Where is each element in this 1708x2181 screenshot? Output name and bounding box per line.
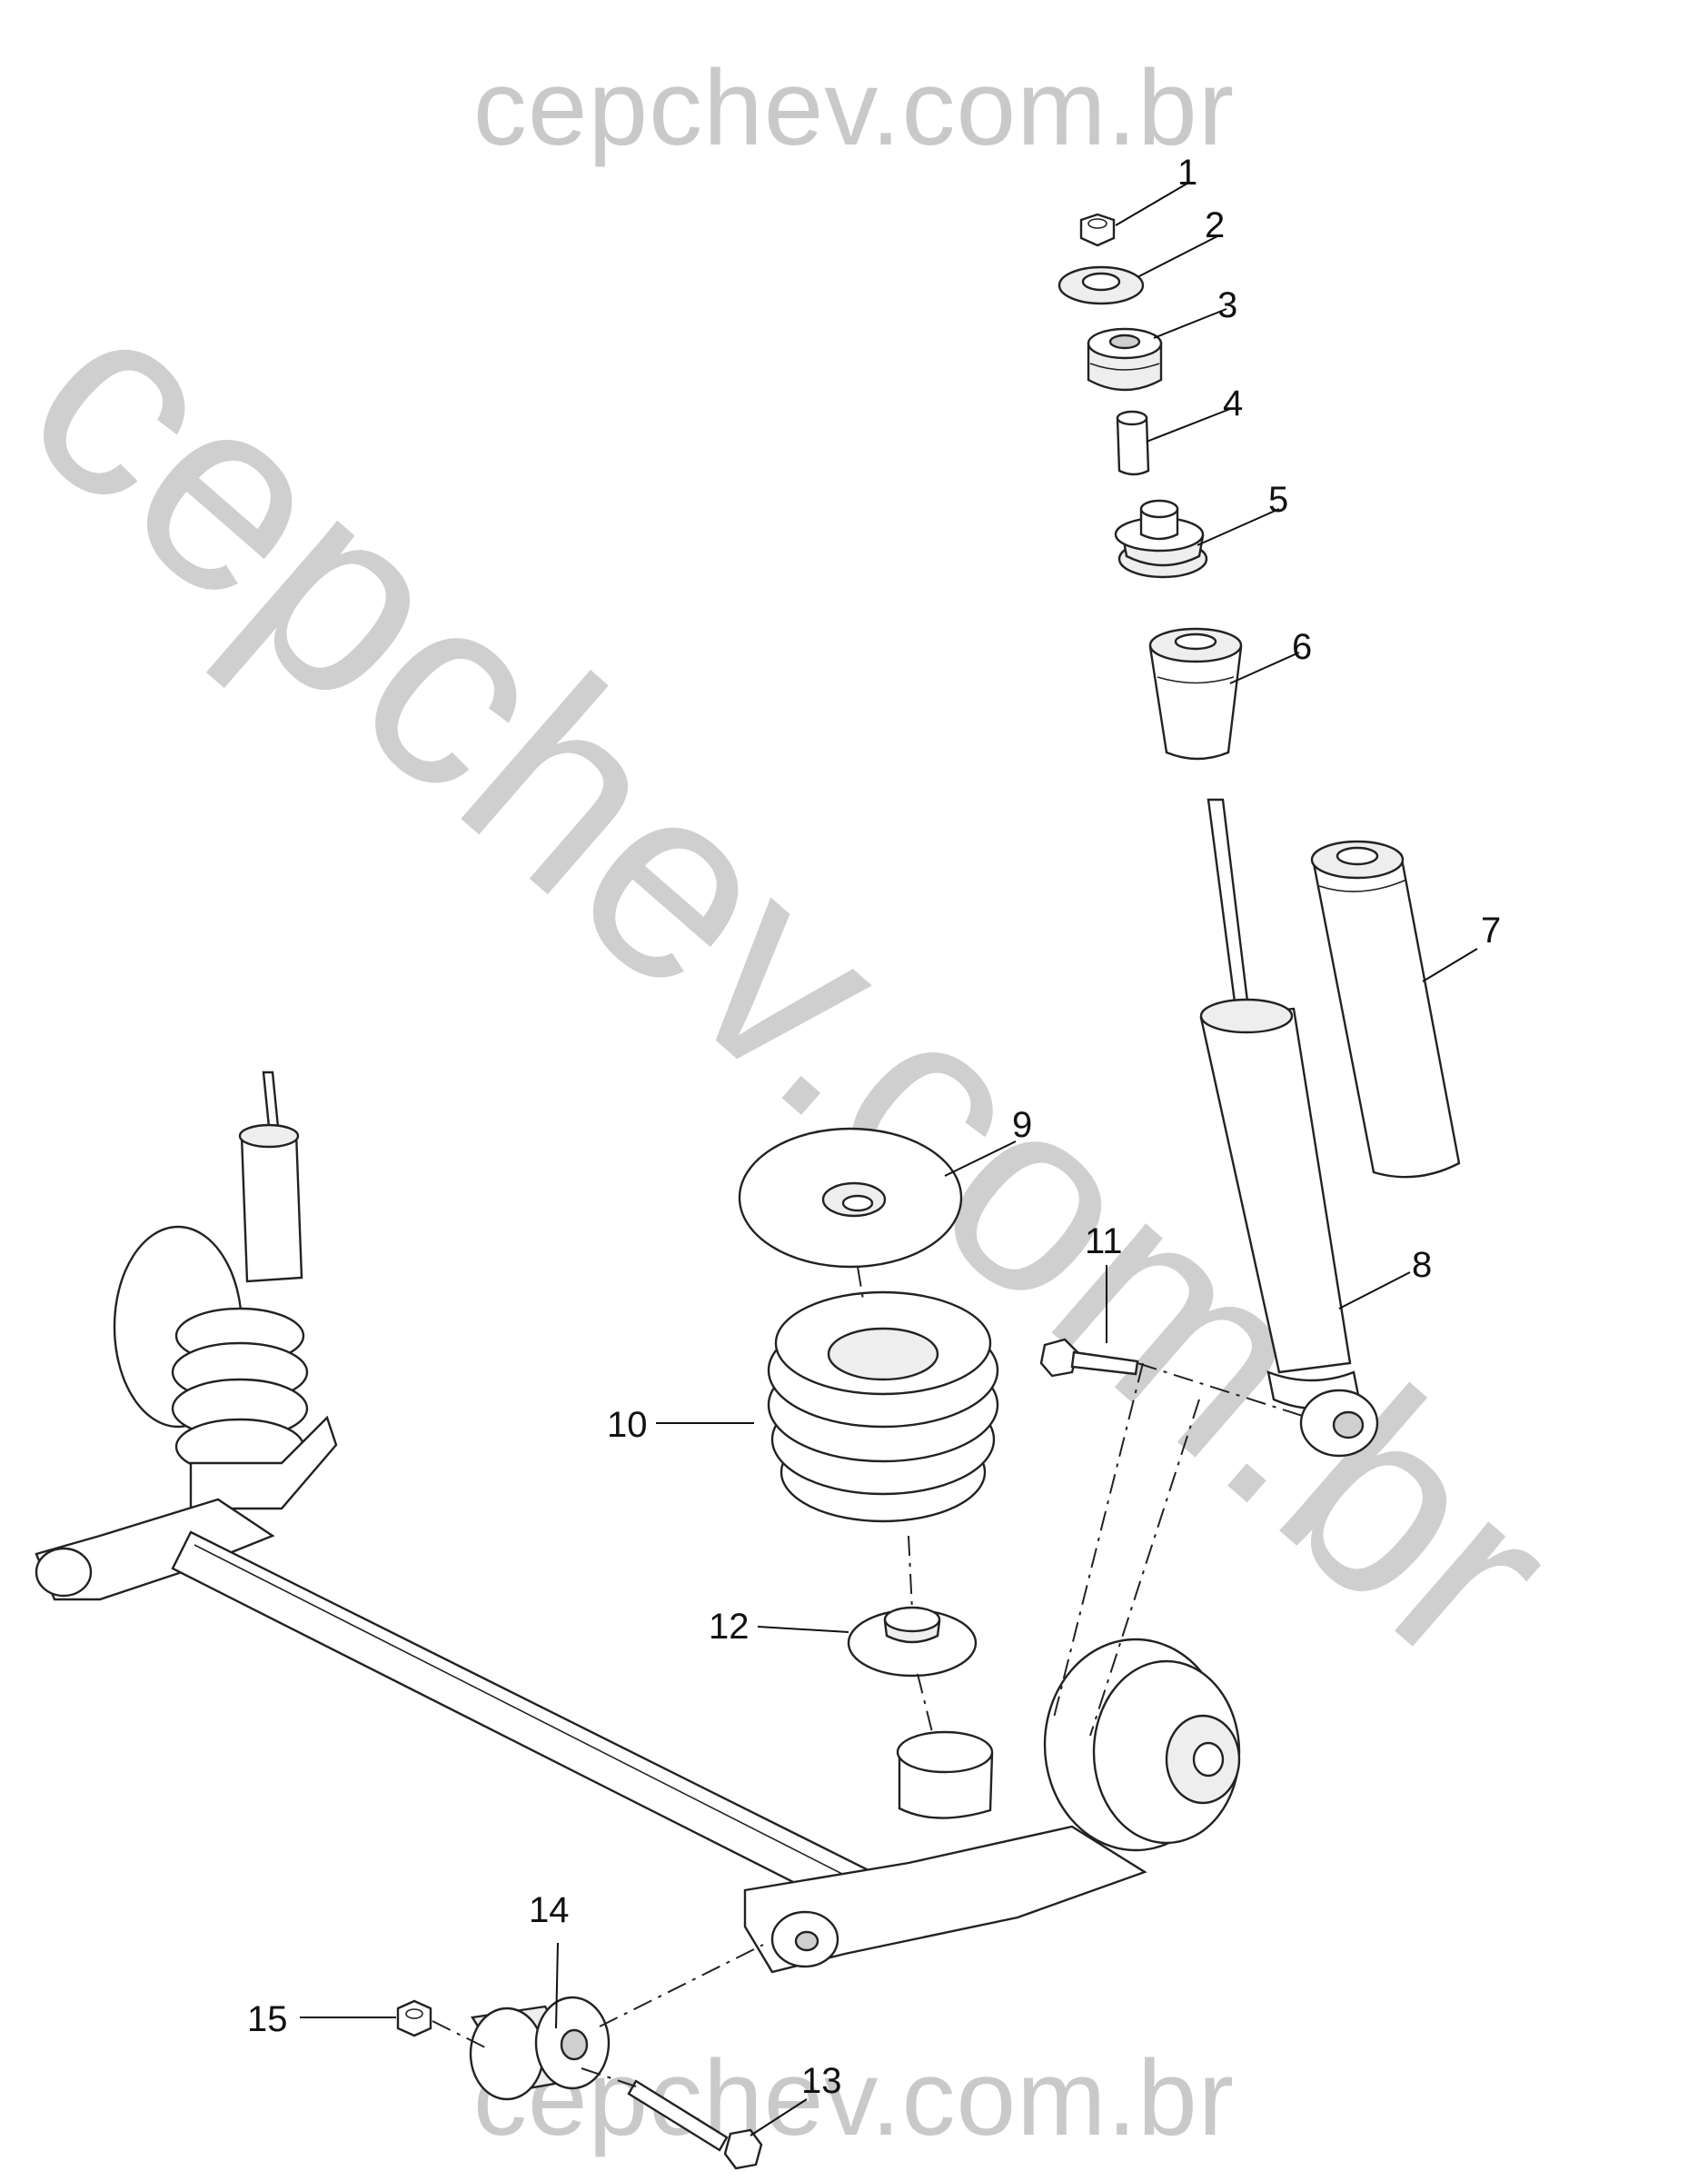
part-13-bolt: [627, 2079, 763, 2170]
callout-8: 8: [1412, 1245, 1433, 1285]
part-11-bolt: [1039, 1338, 1139, 1378]
part-15-nut: [396, 1999, 432, 2037]
callout-1: 1: [1177, 153, 1198, 193]
callout-5: 5: [1268, 480, 1289, 520]
part-10-coil-spring: [767, 1290, 999, 1523]
watermark-top: cepchev.com.br: [472, 48, 1236, 168]
callout-9: 9: [1012, 1105, 1033, 1145]
callout-4: 4: [1223, 383, 1244, 423]
callout-13: 13: [801, 2061, 842, 2101]
leader-lines: [300, 181, 1478, 2136]
callout-11: 11: [1085, 1221, 1123, 1261]
callout-3: 3: [1217, 285, 1238, 325]
callout-2: 2: [1205, 205, 1226, 245]
part-1-nut: [1079, 213, 1116, 247]
part-7-dust-boot: [1310, 840, 1461, 1179]
callout-12: 12: [709, 1607, 750, 1647]
rear-axle-assembly: [35, 1071, 1241, 1974]
part-3-bushing: [1087, 327, 1163, 392]
part-9-spring-seat: [738, 1127, 963, 1269]
callout-10: 10: [607, 1405, 648, 1445]
part-6-bump-stop: [1148, 627, 1243, 761]
callout-6: 6: [1292, 627, 1313, 667]
assembly-lines: [432, 1266, 1309, 2087]
part-14-bushing: [469, 1996, 611, 2101]
part-5-lower-bushing: [1114, 499, 1208, 579]
callout-15: 15: [247, 1999, 288, 2039]
callout-7: 7: [1481, 911, 1502, 951]
part-2-washer: [1058, 265, 1145, 305]
part-8-shock-absorber: [1199, 798, 1379, 1458]
callout-14: 14: [529, 1890, 570, 1930]
part-12-lower-seat: [847, 1606, 978, 1678]
part-4-sleeve: [1116, 410, 1150, 476]
